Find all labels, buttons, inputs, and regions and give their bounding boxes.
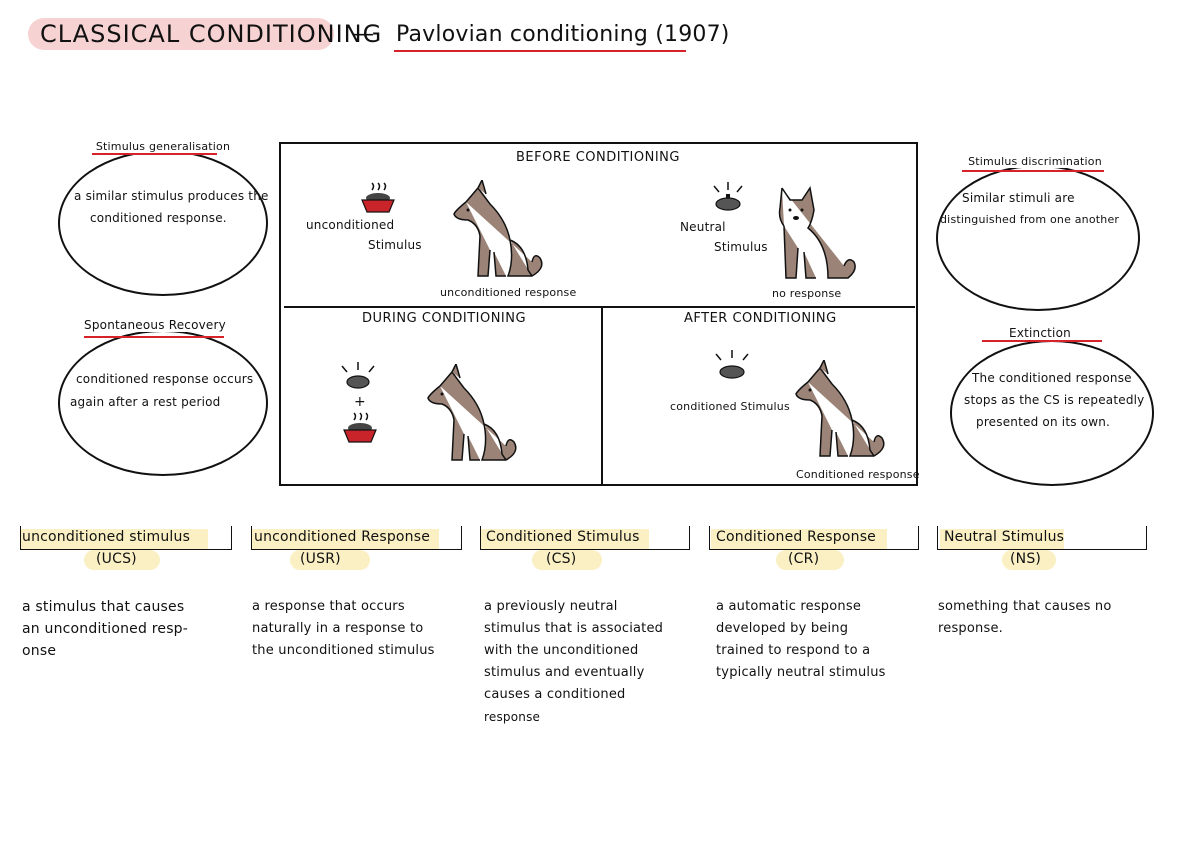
term-title-ucr: unconditioned Response bbox=[254, 529, 431, 545]
term-def-cr-3: trained to respond to a bbox=[716, 643, 871, 658]
recovery-text-2: again after a rest period bbox=[70, 395, 221, 409]
extinction-title: Extinction bbox=[980, 326, 1100, 340]
term-abbr-ucr: (USR) bbox=[300, 551, 341, 567]
term-abbr-cr: (CR) bbox=[788, 551, 820, 567]
subtitle-underline bbox=[394, 50, 686, 52]
term-box-ucr bbox=[251, 526, 462, 550]
ns-label-2: Stimulus bbox=[714, 240, 768, 254]
abbr-highlight bbox=[84, 550, 160, 570]
term-box-ns bbox=[937, 526, 1147, 550]
term-def-cs-1: a previously neutral bbox=[484, 599, 618, 614]
recovery-text-1: conditioned response occurs bbox=[76, 372, 254, 386]
generalisation-text-2: conditioned response. bbox=[90, 211, 227, 225]
food-bowl-icon bbox=[361, 182, 395, 213]
during-heading: DURING CONDITIONING bbox=[362, 311, 527, 326]
term-abbr-ns: (NS) bbox=[1010, 551, 1042, 567]
recovery-title: Spontaneous Recovery bbox=[70, 318, 240, 332]
extinction-underline bbox=[982, 340, 1102, 342]
term-title-ns: Neutral Stimulus bbox=[944, 529, 1065, 545]
title-highlight bbox=[28, 18, 334, 50]
abbr-highlight bbox=[290, 550, 370, 570]
extinction-text-2: stops as the CS is repeatedly bbox=[964, 393, 1145, 407]
term-box-ucs bbox=[20, 526, 232, 550]
discrimination-underline bbox=[962, 170, 1104, 172]
title-dash: — bbox=[352, 22, 375, 47]
recovery-underline bbox=[84, 336, 224, 338]
bell-icon bbox=[713, 182, 743, 211]
term-highlight bbox=[20, 529, 208, 549]
term-abbr-ucs: (UCS) bbox=[96, 551, 137, 567]
extinction-text-3: presented on its own. bbox=[976, 415, 1111, 429]
term-def-ns-2: response. bbox=[938, 621, 1003, 636]
food-bowl-icon bbox=[343, 412, 377, 443]
ucs-label-2: Stimulus bbox=[368, 238, 422, 252]
term-highlight bbox=[251, 529, 439, 549]
generalisation-title: Stimulus generalisation bbox=[78, 140, 248, 153]
generalisation-underline bbox=[92, 153, 217, 155]
term-def-ucr-3: the unconditioned stimulus bbox=[252, 643, 435, 658]
discrimination-text-2: distinguished from one another bbox=[940, 213, 1120, 226]
page-subtitle: Pavlovian conditioning (1907) bbox=[396, 22, 730, 47]
term-def-cs-3: with the unconditioned bbox=[484, 643, 639, 658]
discrimination-title: Stimulus discrimination bbox=[950, 155, 1120, 168]
discrimination-text-1: Similar stimuli are bbox=[962, 191, 1075, 205]
term-highlight bbox=[940, 529, 1064, 549]
abbr-highlight bbox=[532, 550, 602, 570]
ns-label-1: Neutral bbox=[680, 220, 726, 234]
term-def-cr-2: developed by being bbox=[716, 621, 849, 636]
cr-label: Conditioned response bbox=[796, 468, 920, 481]
dog-sitting-icon bbox=[778, 186, 856, 279]
after-heading: AFTER CONDITIONING bbox=[684, 311, 837, 326]
term-def-cr-4: typically neutral stimulus bbox=[716, 665, 886, 680]
dog-salivating-icon bbox=[453, 180, 543, 277]
page-title: CLASSICAL CONDITIONING bbox=[40, 20, 383, 48]
term-def-cs-5: causes a conditioned bbox=[484, 687, 626, 702]
conditioning-diagram-frame bbox=[279, 142, 918, 486]
term-def-ns-1: something that causes no bbox=[938, 599, 1112, 614]
term-title-cs: Conditioned Stimulus bbox=[486, 529, 640, 545]
cs-label: conditioned Stimulus bbox=[670, 400, 790, 413]
term-def-cs-4: stimulus and eventually bbox=[484, 665, 645, 680]
bell-icon bbox=[715, 350, 749, 379]
term-def-ucs-3: onse bbox=[22, 643, 57, 659]
diagram-divider-horizontal bbox=[284, 306, 915, 308]
extinction-text-1: The conditioned response bbox=[972, 371, 1132, 385]
term-def-ucr-1: a response that occurs bbox=[252, 599, 405, 614]
term-def-ucr-2: naturally in a response to bbox=[252, 621, 424, 636]
plus-sign: + bbox=[354, 394, 366, 410]
discrimination-oval bbox=[936, 165, 1140, 311]
generalisation-text-1: a similar stimulus produces the bbox=[74, 189, 269, 203]
term-abbr-cs: (CS) bbox=[546, 551, 577, 567]
term-def-ucs-2: an unconditioned resp- bbox=[22, 621, 189, 637]
abbr-highlight bbox=[776, 550, 844, 570]
term-def-ucs-1: a stimulus that causes bbox=[22, 599, 185, 615]
term-title-cr: Conditioned Response bbox=[716, 529, 876, 545]
ucr-label: unconditioned response bbox=[440, 286, 577, 299]
term-highlight bbox=[481, 529, 649, 549]
abbr-highlight bbox=[1002, 550, 1056, 570]
term-title-ucs: unconditioned stimulus bbox=[22, 529, 191, 545]
dog-salivating-icon bbox=[795, 360, 885, 457]
term-box-cs bbox=[480, 526, 690, 550]
term-def-cr-1: a automatic response bbox=[716, 599, 862, 614]
dog-salivating-icon bbox=[427, 364, 517, 461]
term-box-cr bbox=[709, 526, 919, 550]
ucs-label-1: unconditioned bbox=[306, 218, 395, 232]
term-def-cs-6: response bbox=[484, 710, 541, 724]
bell-icon bbox=[341, 362, 375, 389]
term-def-cs-2: stimulus that is associated bbox=[484, 621, 664, 636]
term-highlight bbox=[711, 529, 887, 549]
before-heading: BEFORE CONDITIONING bbox=[516, 150, 680, 165]
diagram-divider-vertical bbox=[601, 307, 603, 485]
nr-label: no response bbox=[772, 287, 842, 300]
